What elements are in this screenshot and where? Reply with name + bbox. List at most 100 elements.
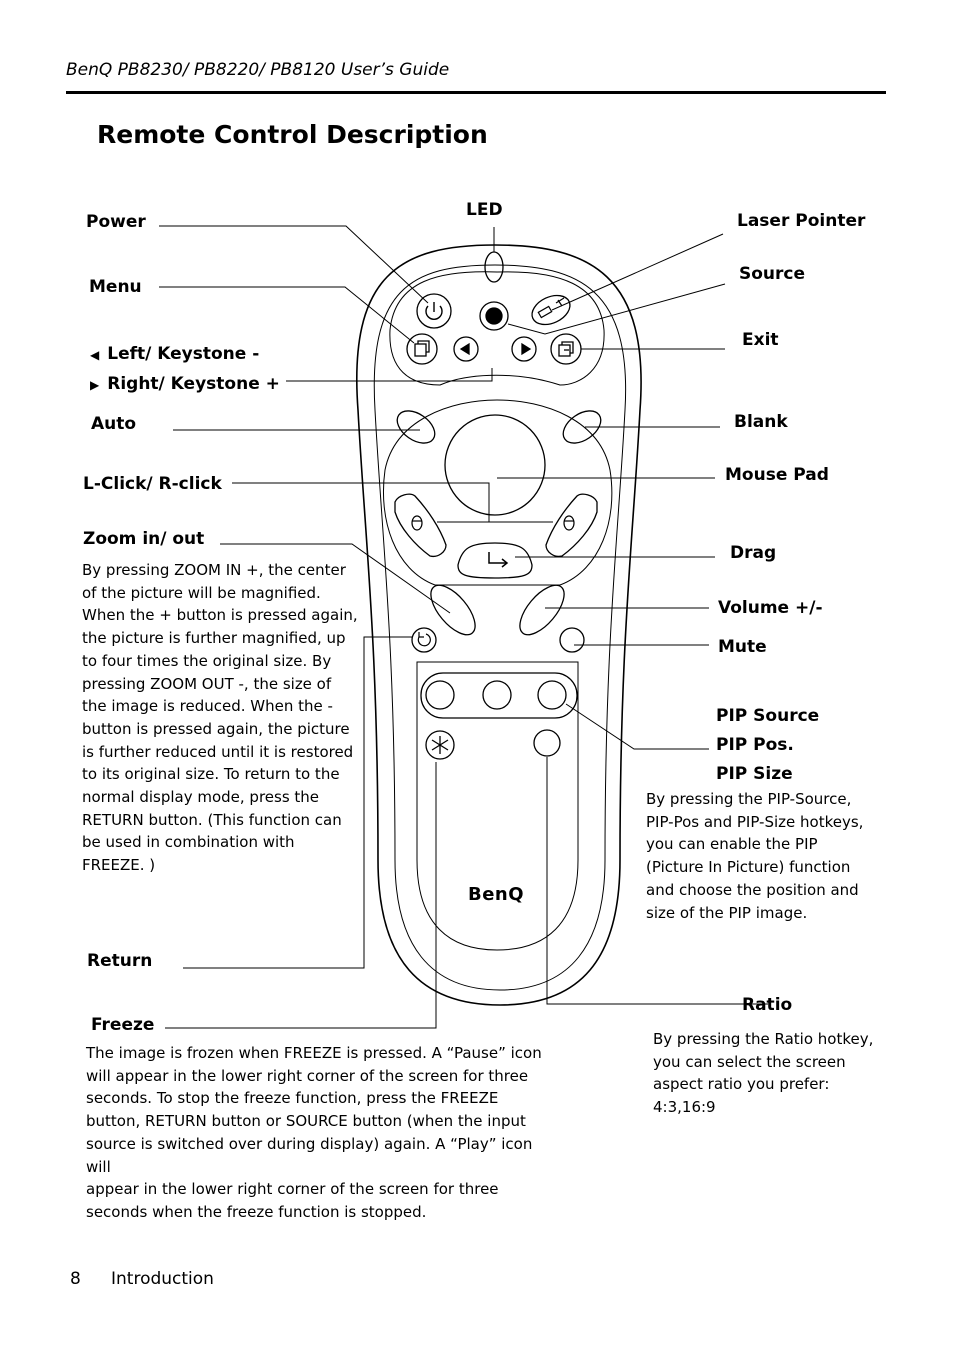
section-title: Remote Control Description — [97, 120, 488, 149]
freeze-button — [425, 730, 455, 760]
mouse-icon — [411, 515, 575, 531]
pip-source-button — [425, 680, 455, 710]
freeze-desc-line: The image is frozen when FREEZE is press… — [86, 1044, 542, 1062]
pip-desc-line: PIP-Pos and PIP-Size hotkeys, — [646, 812, 864, 831]
laser-button — [531, 294, 571, 326]
leader-keystone — [286, 368, 493, 382]
mute-button — [559, 627, 585, 653]
zoom-desc-line: to four times the original size. By — [82, 651, 332, 670]
mouse-area-outline — [382, 399, 613, 586]
leader-freeze — [165, 762, 437, 1029]
leader-pip — [565, 703, 709, 750]
ratio-button — [533, 729, 561, 757]
volume-button — [519, 584, 565, 636]
right-arrow-icon — [521, 342, 532, 356]
leader-zoom — [220, 543, 451, 614]
pip-description: By pressing the PIP-Source, PIP-Pos and … — [646, 788, 886, 924]
label-freeze: Freeze — [91, 1015, 155, 1035]
zoom-desc-line: to its original size. To return to the — [82, 765, 340, 784]
left-button — [453, 336, 479, 362]
zoom-desc-line: pressing ZOOM OUT -, the size of — [82, 674, 332, 693]
power-icon — [425, 302, 443, 320]
led-indicator — [484, 251, 504, 283]
pip-size-button — [537, 680, 567, 710]
footer-section: Introduction — [111, 1269, 214, 1289]
ratio-desc-line: By pressing the Ratio hotkey, — [653, 1030, 874, 1048]
return-button — [411, 627, 437, 653]
label-source: Source — [739, 264, 806, 284]
left-click-button — [394, 493, 447, 558]
auto-button — [396, 410, 436, 444]
leader-power — [159, 225, 429, 304]
drag-button — [457, 542, 533, 579]
label-mouse-pad: Mouse Pad — [725, 465, 829, 485]
remote-inner-outline — [373, 264, 627, 991]
remote-body — [356, 244, 642, 1006]
ratio-description: By pressing the Ratio hotkey, you can se… — [653, 1028, 893, 1119]
zoom-desc-line: be used in combination with — [82, 833, 295, 852]
freeze-desc-line: appear in the lower right corner of the … — [86, 1180, 499, 1199]
top-cluster-outline — [389, 271, 605, 386]
right-triangle-icon: ▶ — [90, 378, 100, 392]
label-zoom: Zoom in/ out — [83, 529, 205, 549]
label-laser-pointer: Laser Pointer — [737, 211, 866, 231]
ratio-desc-line: you can select the screen — [653, 1052, 846, 1071]
label-pip-size: PIP Size — [716, 764, 793, 784]
pip-desc-line: you can enable the PIP — [646, 835, 818, 854]
left-triangle-icon: ◀ — [90, 348, 100, 362]
exit-button — [550, 333, 582, 365]
zoom-desc-line: button is pressed again, the picture — [82, 719, 350, 738]
right-button — [511, 336, 537, 362]
zoom-desc-line: the picture is further magnified, up — [82, 629, 346, 648]
label-pip-source: PIP Source — [716, 706, 820, 726]
ratio-desc-line: aspect ratio you prefer: — [653, 1075, 830, 1094]
zoom-desc-line: is further reduced until it is restored — [82, 742, 354, 761]
leader-menu — [159, 286, 415, 344]
zoom-desc-line: By pressing ZOOM IN +, the center — [82, 561, 346, 579]
label-lclick: L-Click/ R-click — [83, 474, 222, 494]
header-title: BenQ PB8230/ PB8220/ PB8120 User’s Guide — [66, 60, 450, 80]
label-volume: Volume +/- — [718, 598, 823, 618]
right-click-button — [545, 493, 598, 558]
label-drag: Drag — [730, 543, 777, 563]
blank-button — [562, 410, 602, 444]
leader-lclick — [232, 482, 490, 522]
label-right-keystone-text: Right/ Keystone + — [107, 374, 280, 394]
laser-icon — [537, 297, 565, 319]
label-ratio: Ratio — [742, 995, 793, 1015]
leader-lines — [159, 225, 768, 1029]
menu-icon — [414, 340, 430, 357]
label-menu: Menu — [89, 277, 142, 297]
label-return: Return — [87, 951, 153, 971]
label-left-keystone: ◀Left/ Keystone - — [90, 344, 259, 364]
center-button — [479, 301, 509, 331]
pip-pos-button — [482, 680, 512, 710]
leader-laser — [551, 233, 724, 311]
pip-cluster-outline — [420, 672, 578, 719]
freeze-desc-line: seconds when the freeze function is stop… — [86, 1202, 427, 1221]
leader-return — [183, 636, 412, 969]
mouse-pad — [444, 414, 546, 516]
zoom-desc-line: of the picture will be magnified. — [82, 583, 321, 602]
header-rule — [66, 91, 886, 94]
pip-desc-line: By pressing the PIP-Source, — [646, 790, 852, 808]
zoom-desc-line: When the + button is pressed again, — [82, 606, 358, 625]
label-right-keystone: ▶ Right/ Keystone + — [90, 374, 280, 394]
label-mute: Mute — [718, 637, 767, 657]
zoom-button — [430, 584, 476, 636]
drag-arrow-icon — [488, 552, 509, 568]
label-auto: Auto — [91, 414, 137, 434]
exit-icon — [558, 341, 574, 357]
freeze-description: The image is frozen when FREEZE is press… — [86, 1042, 556, 1224]
freeze-snowflake-icon — [431, 736, 449, 754]
ratio-desc-line: 4:3,16:9 — [653, 1098, 716, 1117]
zoom-desc-line: the image is reduced. When the - — [82, 697, 333, 716]
label-pip-pos: PIP Pos. — [716, 735, 794, 755]
zoom-desc-line: FREEZE. ) — [82, 856, 156, 875]
page-number: 8 — [70, 1269, 81, 1289]
label-blank: Blank — [734, 412, 788, 432]
pip-desc-line: (Picture In Picture) function — [646, 858, 851, 877]
zoom-desc-line: normal display mode, press the — [82, 788, 320, 807]
power-button — [416, 293, 452, 329]
